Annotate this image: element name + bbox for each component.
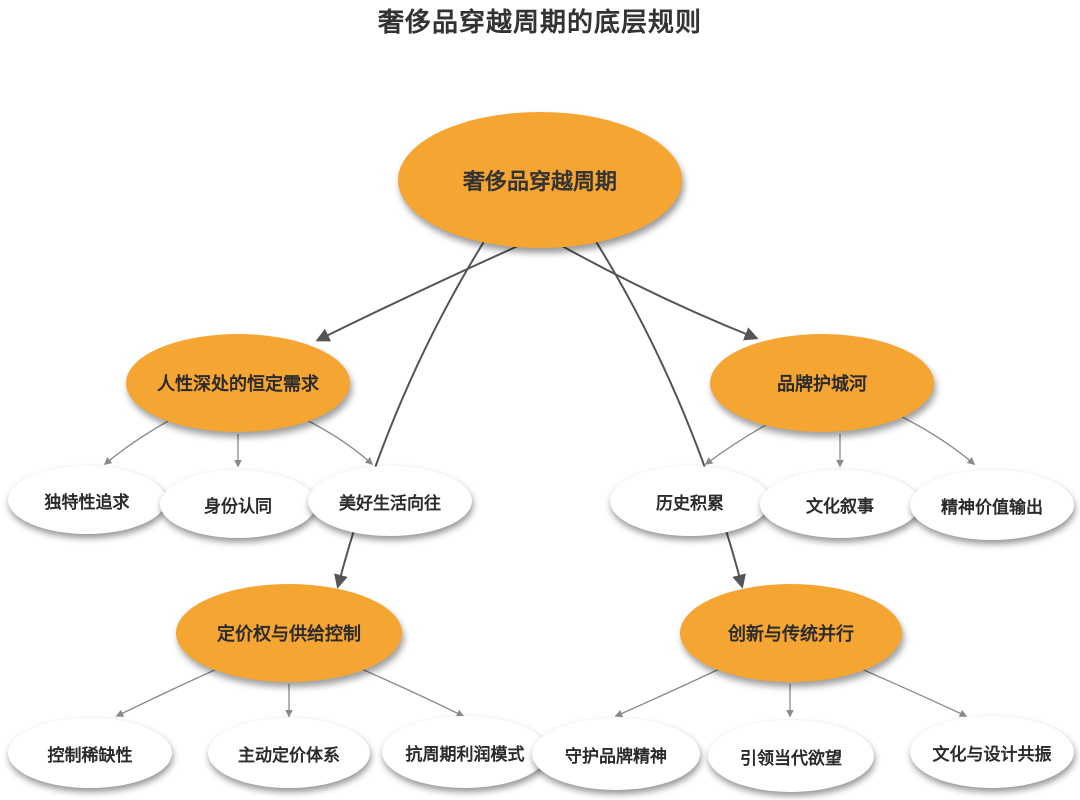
leaf-node-brand-spirit[interactable]: 守护品牌精神 [532,718,700,790]
leaf-node-pricing-system[interactable]: 主动定价体系 [208,718,370,788]
leaf-node-identity[interactable]: 身份认同 [160,470,316,538]
connector-branch-2-to-leaf-3 [891,411,976,466]
connector-branch-3-to-leaf-3 [349,663,465,717]
connector-branch-4-to-leaf-3 [849,663,968,717]
root-node-label: 奢侈品穿越周期 [462,170,617,195]
leaf-node-better-life[interactable]: 美好生活向往 [308,466,472,536]
leaf-node-label: 守护品牌精神 [565,746,667,767]
connector-branch-3-to-leaf-1 [115,663,229,717]
leaf-node-culture-design[interactable]: 文化与设计共振 [910,716,1074,788]
leaf-node-label: 控制稀缺性 [47,745,133,766]
leaf-node-label: 抗周期利润模式 [405,744,525,765]
leaf-node-label: 独特性追求 [44,492,130,513]
branch-node-label: 定价权与供给控制 [217,624,361,645]
connector-root-to-branch-1 [315,245,519,342]
leaf-node-cultural-narrative[interactable]: 文化叙事 [760,470,920,538]
leaf-node-label: 文化叙事 [806,496,874,517]
leaf-node-label: 历史积累 [656,493,724,514]
connector-branch-4-to-leaf-1 [614,663,731,718]
branch-node-pricing-power[interactable]: 定价权与供给控制 [176,584,402,682]
branch-node-label: 品牌护城河 [777,374,867,395]
leaf-node-label: 身份认同 [204,496,272,517]
leaf-node-label: 文化与设计共振 [932,744,1052,765]
leaf-node-label: 美好生活向往 [339,493,441,514]
leaf-node-history[interactable]: 历史积累 [610,466,770,536]
leaf-node-label: 主动定价体系 [238,745,340,766]
branch-node-human-needs[interactable]: 人性深处的恒定需求 [126,334,350,432]
leaf-node-spiritual-value[interactable]: 精神价值输出 [910,470,1074,540]
page-title: 奢侈品穿越周期的底层规则 [377,8,702,38]
branch-node-innovation-tradition[interactable]: 创新与传统并行 [680,584,902,682]
branch-node-label: 创新与传统并行 [728,624,854,645]
leaf-node-label: 精神价值输出 [941,497,1043,518]
connector-root-to-branch-2 [561,245,759,341]
branch-node-brand-moat[interactable]: 品牌护城河 [710,334,934,432]
leaf-node-uniqueness[interactable]: 独特性追求 [8,466,166,534]
leaf-node-anti-cycle-profit[interactable]: 抗周期利润模式 [382,716,548,788]
connector-root-to-branch-4 [589,231,746,589]
leaf-node-contemporary-desire[interactable]: 引领当代欲望 [708,720,874,792]
branch-node-label: 人性深处的恒定需求 [157,374,319,395]
connector-root-to-branch-3 [334,231,491,589]
leaf-node-label: 引领当代欲望 [740,748,842,769]
leaf-node-scarcity[interactable]: 控制稀缺性 [8,718,172,788]
root-node[interactable]: 奢侈品穿越周期 [398,112,682,248]
